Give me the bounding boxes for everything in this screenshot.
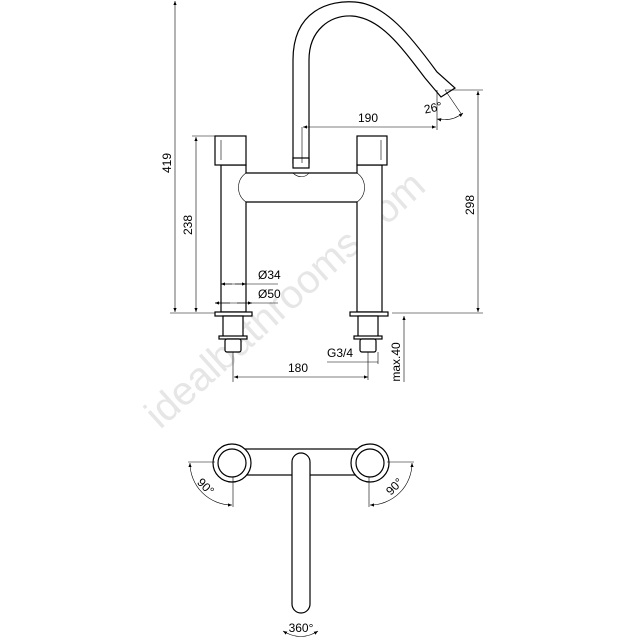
dim-spout-rotation: 360° <box>289 621 314 635</box>
left-flange <box>214 311 253 317</box>
right-flange <box>349 311 389 317</box>
dim-body-height: 238 <box>181 215 195 235</box>
dim-thread: G3/4 <box>327 346 353 360</box>
top-view: 90° 90° 360° <box>188 443 414 637</box>
side-view: 419 238 298 190 26° Ø34 Ø50 G3/4 180 ma <box>160 1 483 382</box>
spout-collar <box>292 157 310 169</box>
right-handle <box>356 135 388 166</box>
dim-left-rotation: 90° <box>194 475 217 498</box>
dim-flange-diameter: Ø50 <box>258 287 281 301</box>
dim-outlet-height: 298 <box>463 195 477 215</box>
dim-spout-angle: 26° <box>423 99 444 117</box>
right-shank <box>357 315 379 339</box>
left-handle <box>214 135 247 166</box>
spout-top <box>291 452 311 614</box>
dim-right-rotation: 90° <box>383 475 406 498</box>
dim-max-deck: max.40 <box>389 342 403 382</box>
left-shank <box>222 315 244 339</box>
spout <box>292 1 456 164</box>
dim-pillar-diameter: Ø34 <box>258 268 281 282</box>
dim-total-height: 419 <box>160 153 174 173</box>
watermark: idealbathrooms.com <box>137 163 434 437</box>
dim-centres: 180 <box>288 361 308 375</box>
dim-spout-reach: 190 <box>358 111 378 125</box>
